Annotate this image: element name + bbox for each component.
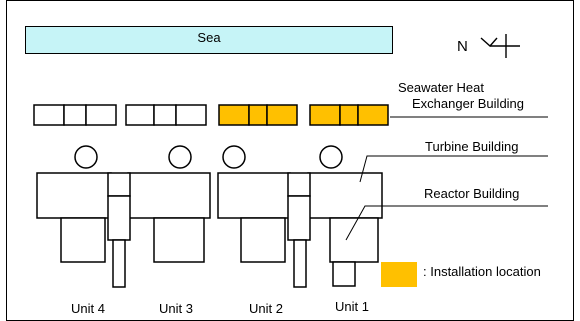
legend-label: : Installation location	[423, 264, 541, 279]
unit-label-3: Unit 3	[159, 301, 193, 316]
circular-tanks	[74, 145, 343, 169]
sea-band	[25, 26, 393, 54]
sea-label: Sea	[197, 30, 221, 45]
seawater-heat-exchanger-unit4	[33, 104, 117, 126]
reactor-building-label: Reactor Building	[424, 186, 520, 201]
unit-label-1: Unit 1	[335, 299, 369, 314]
unit2-unit1-buildings	[217, 172, 383, 288]
legend-swatch	[381, 262, 417, 287]
north-label: N	[457, 38, 468, 55]
north-arrow-icon	[480, 34, 520, 58]
turbine-building-label: Turbine Building	[425, 139, 519, 154]
seawater-label-line2: Exchanger Building	[412, 96, 525, 111]
seawater-label-line1: Seawater Heat	[398, 80, 484, 95]
unit-label-4: Unit 4	[71, 301, 105, 316]
seawater-heat-exchanger-unit1	[309, 104, 389, 126]
unit-label-2: Unit 2	[249, 301, 283, 316]
seawater-heat-exchanger-unit2	[218, 104, 298, 126]
unit4-unit3-buildings	[36, 172, 211, 288]
leader-lines	[345, 116, 548, 241]
seawater-heat-exchanger-unit3	[125, 104, 207, 126]
